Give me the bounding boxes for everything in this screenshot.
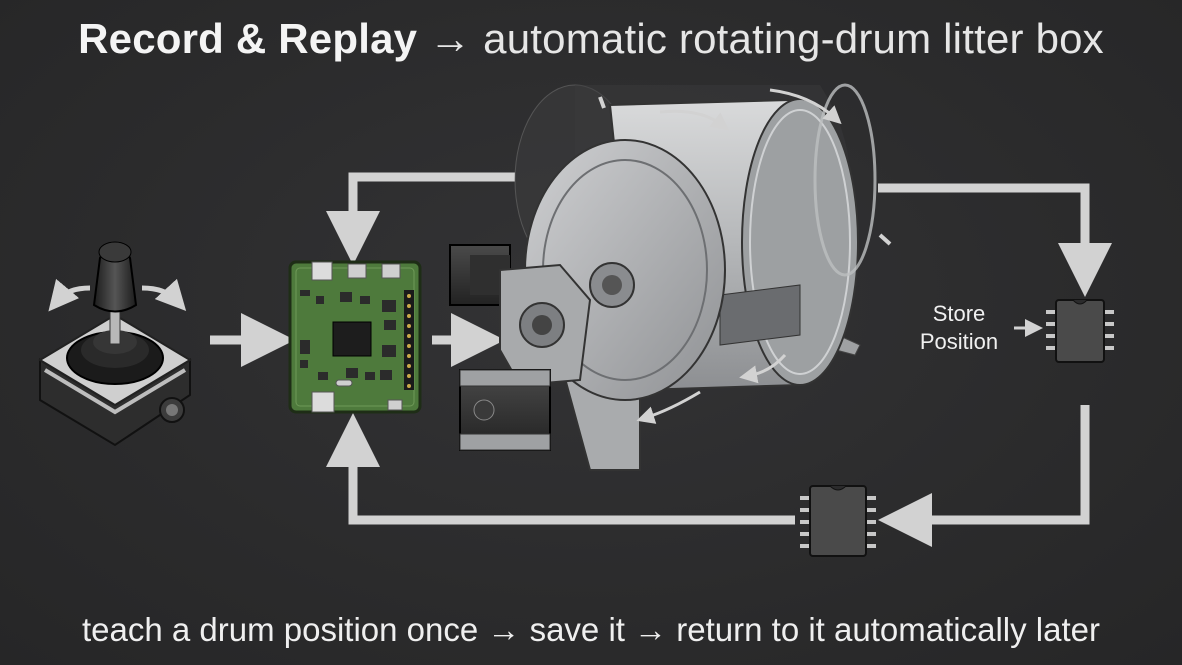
arrow-feedback-to-board [326,172,515,265]
store-position-line2: Position [919,329,999,354]
arrow-recall-to-board [326,413,795,525]
title-bold: Record & Replay [78,15,418,62]
flow-arrows [210,172,1112,547]
microcontroller-board-icon [288,260,422,414]
store-position-line1: Store [932,301,986,326]
store-position-label: Store Position [904,300,1014,356]
memory-chip-store-icon [1046,299,1114,363]
arrow-store-to-recall [878,405,1090,547]
arrow-drum-to-store [878,183,1112,297]
page-subtitle: teach a drum position once → save it → r… [82,611,1100,648]
page-title: Record & Replay → automatic rotating-dru… [0,14,1182,64]
joystick-icon [38,241,192,447]
title-rest: → automatic rotating-drum litter box [429,15,1104,62]
stepper-motor-icon [449,244,592,451]
memory-chip-recall-icon [800,485,876,557]
